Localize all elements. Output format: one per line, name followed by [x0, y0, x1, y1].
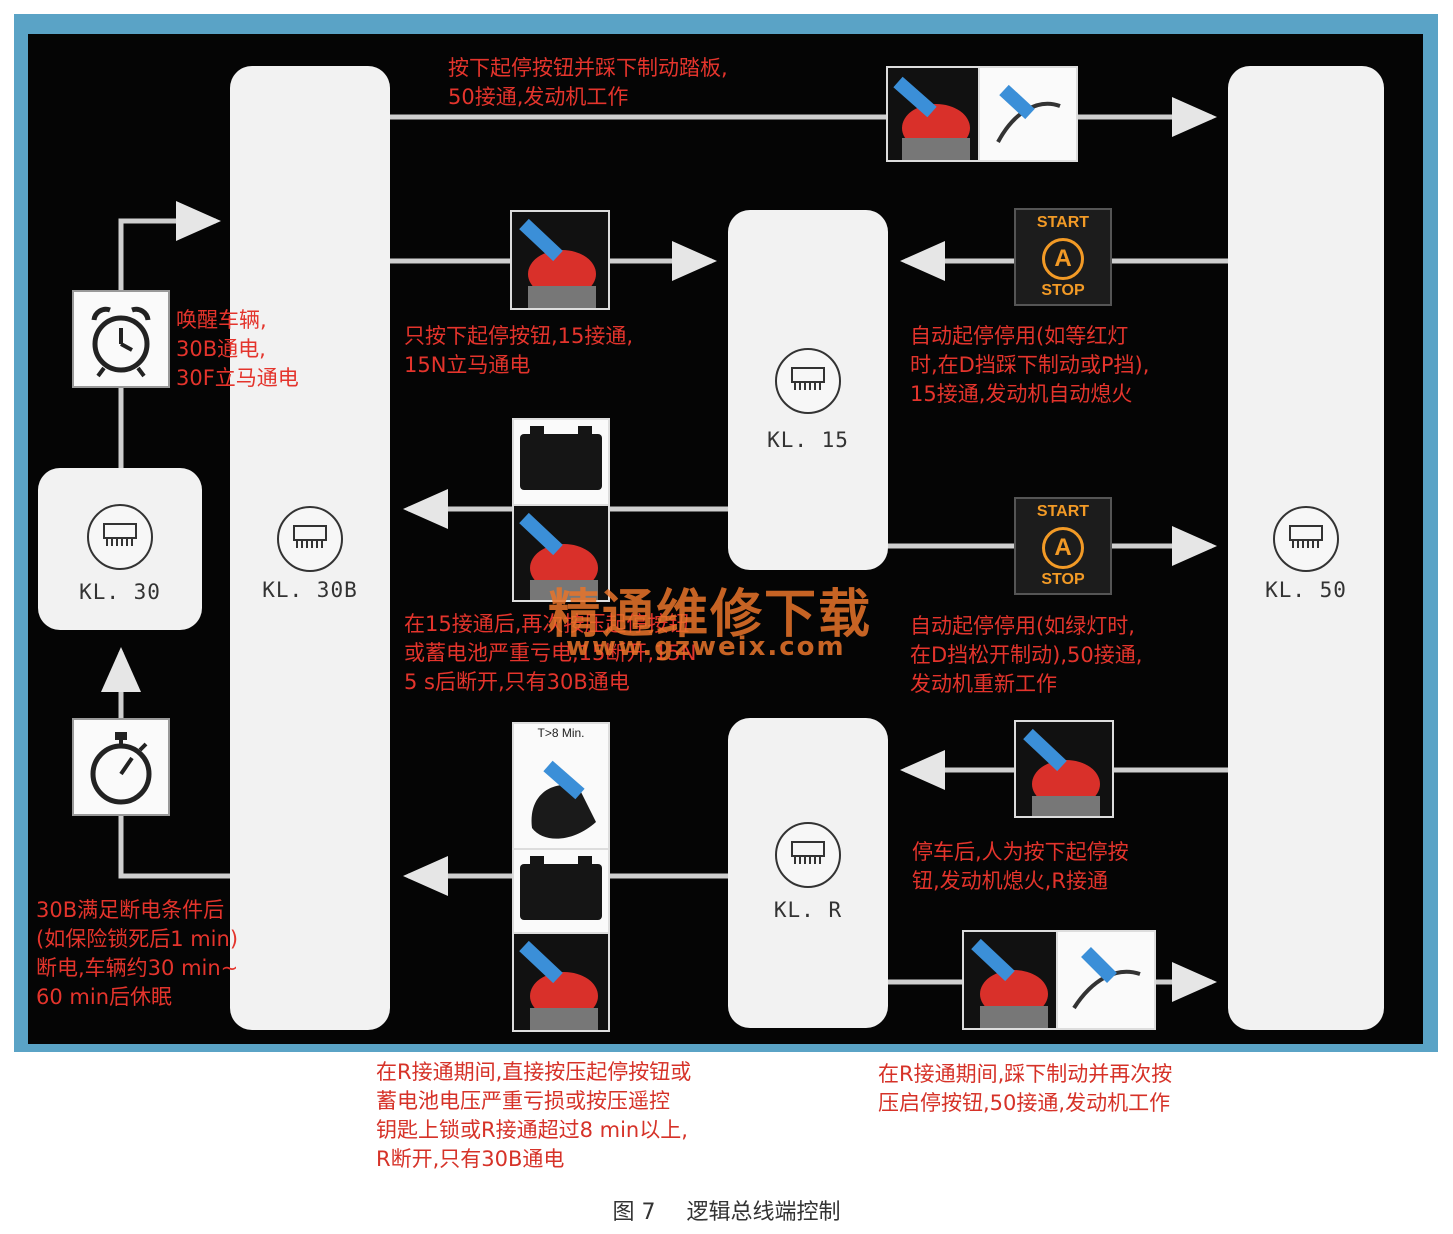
start-text: START: [1036, 214, 1090, 231]
brake-pedal-photo: [1056, 930, 1156, 1030]
node-label-kl30b: KL. 30B: [262, 578, 358, 602]
terminal-icon: [1273, 506, 1339, 572]
figure-title: 逻辑总线端控制: [686, 1200, 841, 1225]
auto-stop-letter: A: [1042, 238, 1084, 280]
node-label-kl15: KL. 15: [767, 428, 849, 452]
note-press-brake-start: 按下起停按钮并踩下制动踏板, 50接通,发动机工作: [448, 56, 728, 109]
start-button-photo: [886, 66, 980, 162]
start-button-photo: [512, 932, 610, 1032]
terminal-icon: [87, 504, 153, 570]
node-label-klr: KL. R: [773, 898, 843, 922]
terminal-icon: [277, 506, 343, 572]
node-kl30b: KL. 30B: [230, 66, 390, 1030]
note-after-15-on: 在15接通后,再次按压起停按钮 或蓄电池严重亏电,15断开,15N 5 s后断开…: [404, 612, 697, 694]
remote-key-photo: T>8 Min.: [512, 722, 610, 850]
note-auto-stop-restart: 自动起停停用(如绿灯时, 在D挡松开制动),50接通, 发动机重新工作: [910, 614, 1143, 696]
note-auto-stop-active: 自动起停停用(如等红灯 时,在D挡踩下制动或P挡), 15接通,发动机自动熄火: [910, 324, 1150, 406]
start-button-photo: [512, 504, 610, 602]
node-kl50: KL. 50: [1228, 66, 1384, 1030]
note-wake-vehicle: 唤醒车辆, 30B通电, 30F立马通电: [176, 308, 299, 390]
note-press-only-button: 只按下起停按钮,15接通, 15N立马通电: [404, 324, 634, 377]
start-button-photo: [962, 930, 1058, 1030]
node-label-kl30: KL. 30: [79, 580, 161, 604]
node-klr: KL. R: [728, 718, 888, 1028]
note-r-on-brake-press: 在R接通期间,踩下制动并再次按 压启停按钮,50接通,发动机工作: [878, 1062, 1173, 1115]
alarm-clock-icon: [72, 290, 170, 388]
node-kl15: KL. 15: [728, 210, 888, 570]
start-stop-indicator: START A STOP: [1014, 208, 1112, 306]
figure-number: 图 7: [612, 1200, 656, 1225]
auto-stop-letter: A: [1042, 527, 1084, 569]
brake-pedal-photo: [978, 66, 1078, 162]
start-text: START: [1036, 503, 1090, 520]
start-stop-indicator: START A STOP: [1014, 497, 1112, 595]
stopwatch-icon: [72, 718, 170, 816]
note-park-press-button: 停车后,人为按下起停按 钮,发动机熄火,R接通: [912, 840, 1129, 893]
start-button-photo: [510, 210, 610, 310]
terminal-icon: [775, 348, 841, 414]
timer-label: T>8 Min.: [537, 726, 585, 740]
note-r-on-press: 在R接通期间,直接按压起停按钮或 蓄电池电压严重亏损或按压遥控 钥匙上锁或R接通…: [376, 1060, 692, 1171]
battery-photo: [512, 418, 610, 506]
figure-caption: 图 7 逻辑总线端控制: [0, 1194, 1453, 1226]
terminal-icon: [775, 822, 841, 888]
node-label-kl50: KL. 50: [1265, 578, 1347, 602]
stop-text: STOP: [1041, 282, 1085, 299]
node-kl30: KL. 30: [38, 468, 202, 630]
watermark-url: www.gzweix.com: [566, 632, 846, 662]
watermark-text: 精通维修下载: [548, 585, 873, 645]
start-button-photo: [1014, 720, 1114, 818]
note-sleep: 30B满足断电条件后 (如保险锁死后1 min) 断电,车辆约30 min~ 6…: [36, 898, 239, 1009]
battery-photo: [512, 848, 610, 934]
stop-text: STOP: [1041, 571, 1085, 588]
